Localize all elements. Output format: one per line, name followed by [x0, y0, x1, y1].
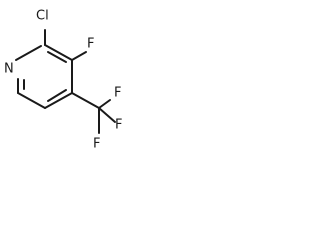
bond-c2-c3-inner [47, 51, 67, 63]
bond-cf3-f-right [98, 107, 116, 123]
atom-label-n: N [4, 62, 14, 77]
bond-c4-c5 [44, 92, 73, 109]
bond-cf3-f-top [98, 99, 111, 109]
chemical-structure: N Cl F F F F [4, 9, 122, 152]
bond-c4-cf3 [71, 92, 100, 109]
atom-label-cl: Cl [36, 9, 49, 24]
atom-label-f1: F [87, 37, 94, 52]
bond-c4-c5-inner [47, 89, 67, 102]
bond-c3-f [71, 51, 87, 61]
bond-c5-c6 [17, 92, 46, 109]
bond-n1-c2 [15, 45, 42, 61]
bond-c2-c3 [44, 44, 73, 61]
structure-canvas: N Cl F F F F [0, 0, 154, 178]
atom-label-f-right: F [115, 118, 122, 133]
atom-label-f-bottom: F [93, 137, 100, 152]
atom-label-f-top: F [114, 86, 121, 101]
